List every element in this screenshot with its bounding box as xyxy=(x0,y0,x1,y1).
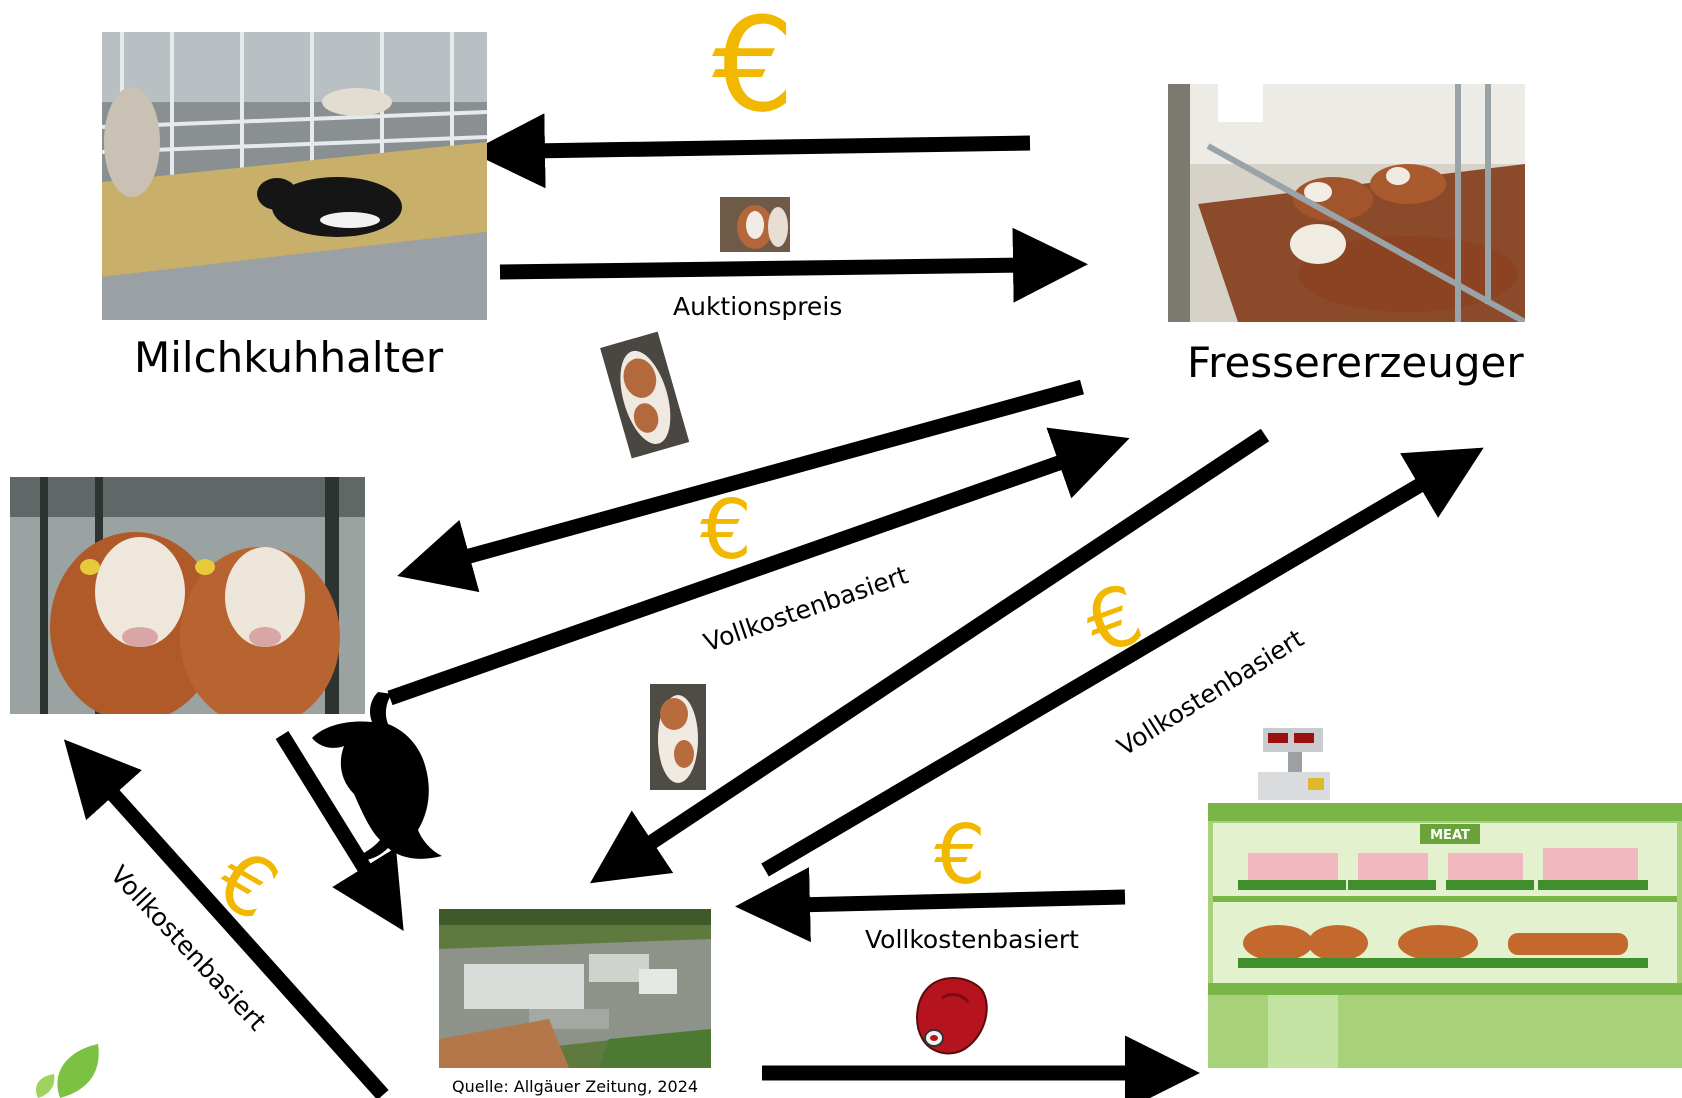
dairy-barn-photo xyxy=(102,32,487,320)
calf-rearer-label: Fressererzeuger xyxy=(1187,338,1524,387)
arrow-calf-to-rearer xyxy=(499,227,1088,303)
arrow-rearer-to-slaughter xyxy=(590,428,1270,884)
arrow-cattle-to-slaughter xyxy=(275,731,404,931)
euro-icon-retail-slaughter: € xyxy=(934,808,987,903)
calf-icon-2 xyxy=(600,331,690,459)
meat-counter-illustration: MEAT xyxy=(1208,728,1682,1068)
slaughterhouse-aerial-photo xyxy=(439,909,711,1068)
calf-icon xyxy=(720,197,790,252)
meat-icon xyxy=(916,977,988,1055)
leaf-logo-icon xyxy=(35,1044,99,1098)
arrow-money-to-milk-farmer xyxy=(470,113,1031,189)
euro-icon-top: € xyxy=(712,0,795,141)
euro-icon-fattener-rearer: € xyxy=(700,483,753,578)
source-note: Quelle: Allgäuer Zeitung, 2024 xyxy=(452,1077,699,1096)
arrow-money-from-retail-to-slaughter xyxy=(735,867,1126,943)
meat-sign: MEAT xyxy=(1430,828,1470,843)
arrow-money-from-slaughter-to-rearer xyxy=(761,447,1484,877)
arrow-money-to-rearer xyxy=(387,427,1130,706)
arrow-money-to-fattener xyxy=(63,739,389,1098)
label-full-cost-retail-slaughter: Vollkostenbasiert xyxy=(865,925,1079,954)
calf-icon-3 xyxy=(650,684,706,790)
calf-rearing-barn-photo xyxy=(1168,84,1525,322)
bull-silhouette-icon xyxy=(312,692,442,861)
milk-farmer-label: Milchkuhhalter xyxy=(134,333,444,382)
fattening-bulls-photo xyxy=(10,477,365,714)
label-auction-price: Auktionspreis xyxy=(673,292,843,321)
arrow-fresser-to-fattener xyxy=(397,379,1084,593)
